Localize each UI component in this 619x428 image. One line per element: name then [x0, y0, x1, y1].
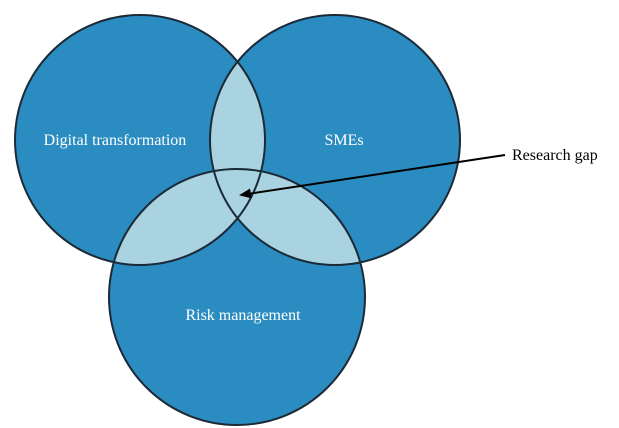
label-smes: SMEs [324, 132, 363, 149]
label-research-gap: Research gap [512, 147, 598, 164]
label-risk-management: Risk management [185, 307, 301, 324]
overlap-smes-risk-group [210, 169, 365, 265]
overlap-smes-risk [210, 169, 365, 265]
research-gap-arrow [239, 154, 506, 199]
outline-digital-transformation [14, 14, 266, 266]
label-digital-transformation: Digital transformation [44, 132, 187, 149]
outline-smes [209, 14, 461, 266]
overlap-digital-risk [109, 169, 265, 265]
overlap-digital-risk-group [109, 169, 265, 265]
outline-risk-management [108, 168, 366, 426]
